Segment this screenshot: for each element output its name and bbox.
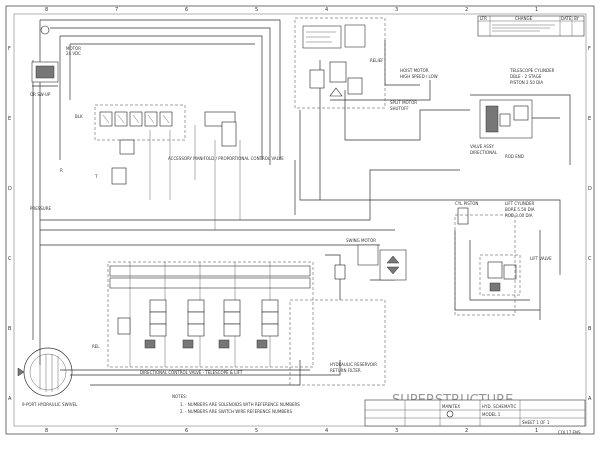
zone-label: 7 [115,428,118,434]
svg-text:MOTOR: MOTOR [66,46,81,51]
zone-label: 2 [465,7,468,13]
valve-section [182,299,205,349]
sheet-border-inner [13,13,587,427]
footer-code: COL17 ENS [558,430,581,435]
revision-header-ltr: LTR [480,16,487,21]
svg-text:BLK: BLK [75,114,83,119]
zone-label: 4 [325,7,328,13]
valve-section [256,299,279,349]
zone-label: 6 [185,428,188,434]
zone-label: A [8,396,12,402]
notes-block: NOTES: 1. - NUMBERS ARE SOLENOIDS WITH R… [172,394,300,414]
svg-text:REL: REL [92,344,100,349]
border-zone-side: F E D C B A F E D C B A [8,46,592,402]
hoist-motor-group: RELIEF HOIST MOTOR HIGH SPEED / LOW SPLI… [294,17,438,111]
zone-label: A [588,396,592,402]
svg-text:SPLIT MOTOR: SPLIT MOTOR [390,100,417,105]
accessory-valve-label: ACCESSORY MANIFOLD / PROPORTIONAL CONTRO… [168,156,284,161]
svg-text:T: T [94,174,98,179]
svg-text:HIGH SPEED / LOW: HIGH SPEED / LOW [400,74,438,79]
accessory-valve-block: BLK R PRESSURE T ACCESSORY MANIFOLD / PR… [30,104,284,211]
zone-label: 2 [465,428,468,434]
note-1: 1. - NUMBERS ARE SOLENOIDS WITH REFERENC… [180,402,300,407]
svg-text:LIFT VALVE: LIFT VALVE [530,256,552,261]
revision-block: LTR CHANGE DATE BY [477,15,585,37]
main-valve-bank: REL DIRECTIONAL CONTROL VALVE - TELESCOP… [92,261,314,375]
svg-text:24 VDC: 24 VDC [66,51,81,56]
zone-label: D [588,186,592,192]
reservoir-label: HYDRAULIC RESERVOIR [330,362,377,367]
border-zone-bottom: 8 7 6 5 4 3 2 1 [45,428,538,434]
telescope-cylinder-label: TELESCOPE CYLINDER [509,68,555,73]
zone-label: F [588,46,591,52]
svg-text:PRESSURE: PRESSURE [30,206,52,211]
lift-cylinder-label: LIFT CYLINDER [505,201,535,206]
lift-cylinder: CYL PISTON LIFT CYLINDER BORE 5.50 DIA R… [455,201,552,296]
zone-label: C [588,256,592,262]
svg-text:VALVE ASSY: VALVE ASSY [470,144,494,149]
swing-motor-label: SWING MOTOR [346,238,376,243]
zone-label: B [588,326,592,332]
zone-label: 3 [395,7,398,13]
svg-text:R: R [60,168,63,173]
zone-label: B [8,326,12,332]
svg-text:CYL PISTON: CYL PISTON [455,201,478,206]
valve-section [218,299,241,349]
svg-text:RETURN FILTER: RETURN FILTER [330,368,361,373]
gauge-icon [40,25,50,35]
revision-header-date: DATE [561,16,572,21]
pump-unit: OR SW-UP MOTOR 24 VDC [30,25,81,97]
svg-text:ROD END: ROD END [505,154,524,159]
model-name: MODEL 1 [482,412,501,417]
zone-label: 8 [45,428,48,434]
company-name: MANITEX [442,404,460,409]
svg-text:SHUTOFF: SHUTOFF [390,106,409,111]
zone-label: D [8,186,12,192]
svg-text:DBLE - 2 STAGE: DBLE - 2 STAGE [510,74,542,79]
svg-text:DIRECTIONAL: DIRECTIONAL [470,150,498,155]
hoist-motor-label: HOIST MOTOR [400,68,429,73]
svg-text:OR SW-UP: OR SW-UP [30,92,51,97]
title-block: MANITEX HYD. SCHEMATIC MODEL 1 SHEET 1 O… [364,399,586,435]
sheet-border-outer [5,5,595,435]
zone-label: 8 [45,7,48,13]
valve-section [144,299,167,349]
svg-text:ROD 3.00 DIA: ROD 3.00 DIA [505,213,533,218]
svg-text:RELIEF: RELIEF [370,58,384,63]
hydraulic-swivel: 9-PORT HYDRAULIC SWIVEL [17,347,78,407]
zone-label: 5 [255,7,258,13]
reservoir-group: HYDRAULIC RESERVOIR RETURN FILTER [289,214,516,386]
company-logo-icon [446,410,454,418]
zone-label: 5 [255,428,258,434]
hydraulic-lines [32,19,571,386]
zone-label: E [8,116,11,122]
zone-label: 1 [535,7,538,13]
drawing-title: HYD. SCHEMATIC [482,404,516,409]
revision-header-change: CHANGE [515,16,533,21]
zone-label: C [8,256,12,262]
svg-text:PISTON 2.50 DIA: PISTON 2.50 DIA [510,80,543,85]
revision-header-by: BY [574,16,580,21]
zone-label: 4 [325,428,328,434]
zone-label: 1 [535,428,538,434]
swing-motor: SWING MOTOR [334,238,407,281]
main-valve-label: DIRECTIONAL CONTROL VALVE - TELESCOPE & … [140,370,243,375]
zone-label: F [8,46,11,52]
swivel-label: 9-PORT HYDRAULIC SWIVEL [22,402,78,407]
zone-label: 3 [395,428,398,434]
sheet-number: SHEET 1 OF 1 [522,420,550,425]
note-2: 2. - NUMBERS ARE SWITCH WIRE REFERENCE N… [180,409,292,414]
zone-label: 7 [115,7,118,13]
zone-label: 6 [185,7,188,13]
zone-label: E [588,116,591,122]
svg-text:BORE 5.50 DIA: BORE 5.50 DIA [505,207,535,212]
border-zone-top: 8 7 6 5 4 3 2 1 [45,7,538,13]
telescope-cylinder: TELESCOPE CYLINDER DBLE - 2 STAGE PISTON… [470,68,560,159]
notes-header: NOTES: [172,394,187,399]
